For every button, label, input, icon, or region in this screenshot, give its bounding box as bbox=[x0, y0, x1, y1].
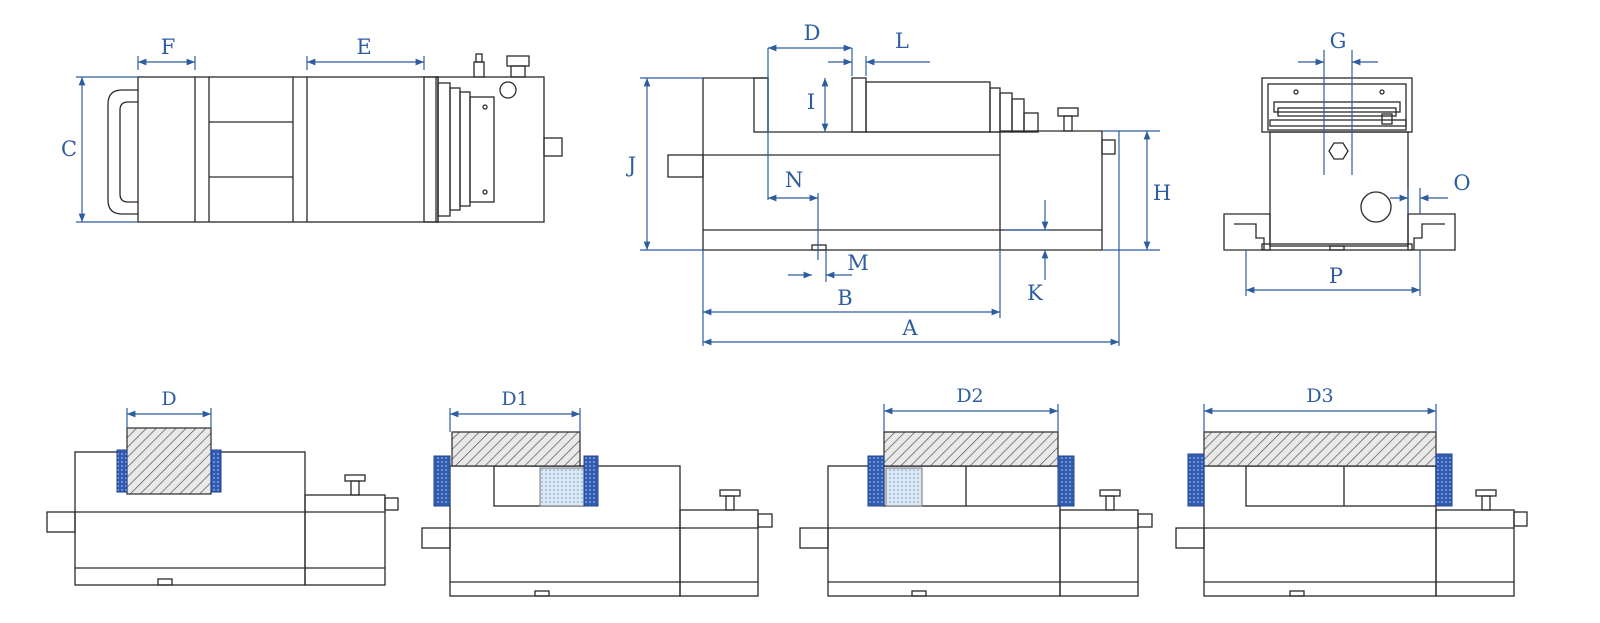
dim-label-f: F bbox=[161, 35, 176, 59]
config-label-d: D bbox=[161, 388, 176, 410]
config-d3: D3 bbox=[1175, 385, 1528, 597]
dim-label-h: H bbox=[1153, 181, 1171, 205]
dim-label-j: J bbox=[626, 153, 636, 177]
dim-label-a: A bbox=[901, 316, 918, 340]
dim-label-i: I bbox=[807, 90, 815, 114]
dim-label-g: G bbox=[1330, 29, 1347, 53]
dim-label-e: E bbox=[356, 35, 371, 59]
dim-label-k: K bbox=[1027, 281, 1043, 305]
dim-label-b: B bbox=[837, 286, 852, 310]
config-d2: D2 bbox=[799, 385, 1153, 597]
top-view: F E C bbox=[61, 35, 563, 223]
config-d1: D1 bbox=[421, 388, 773, 597]
config-label-d3: D3 bbox=[1306, 385, 1333, 407]
side-view: D L I J N H M B K A bbox=[626, 21, 1171, 346]
config-d: D bbox=[46, 388, 399, 586]
dim-label-c: C bbox=[61, 137, 77, 161]
end-view: G O P bbox=[1223, 29, 1471, 296]
config-label-d2: D2 bbox=[956, 385, 983, 407]
dim-label-n: N bbox=[785, 168, 803, 192]
dim-label-o: O bbox=[1453, 171, 1470, 195]
dim-label-p: P bbox=[1329, 264, 1343, 288]
dim-label-l: L bbox=[895, 29, 909, 53]
dim-label-d: D bbox=[804, 21, 821, 45]
dim-label-m: M bbox=[847, 251, 869, 275]
config-label-d1: D1 bbox=[501, 388, 528, 410]
